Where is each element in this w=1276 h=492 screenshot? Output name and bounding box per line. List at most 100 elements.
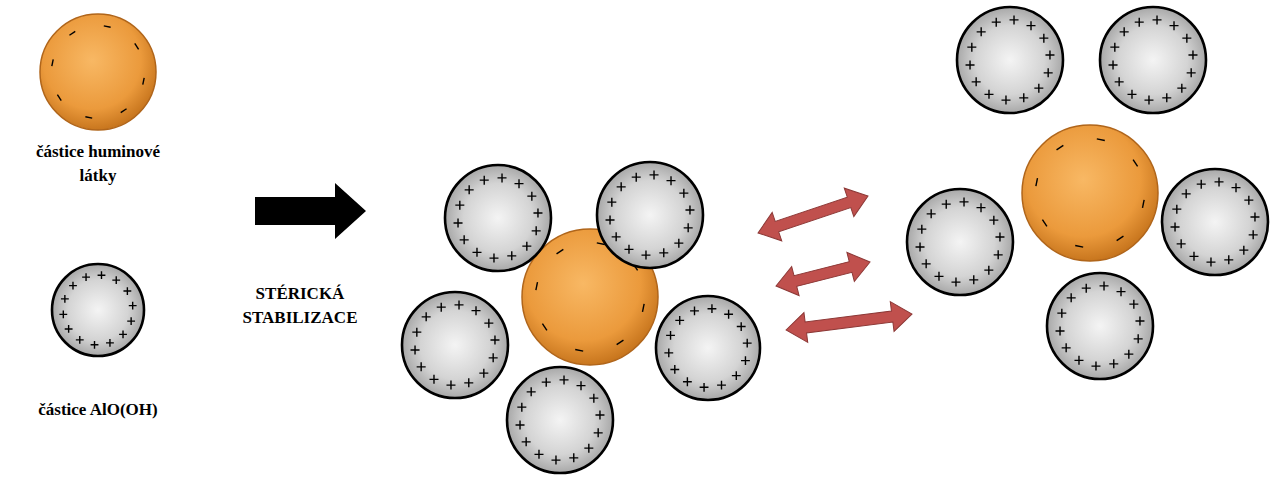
plus-charge xyxy=(422,312,431,321)
minus-charge xyxy=(52,59,53,66)
minus-charge xyxy=(536,282,538,290)
plus-charge xyxy=(1117,287,1126,296)
plus-charge xyxy=(951,278,960,287)
plus-charge xyxy=(1197,180,1206,189)
plus-charge xyxy=(674,239,683,248)
plus-charge xyxy=(82,273,90,281)
plus-charge xyxy=(1057,309,1066,318)
plus-charge xyxy=(664,348,673,357)
plus-charge xyxy=(1182,189,1191,198)
plus-charge xyxy=(455,201,464,210)
process-label: STÉRICKÁ STABILIZACE xyxy=(215,282,385,330)
plus-charge xyxy=(969,275,978,284)
plus-charge xyxy=(551,456,560,465)
aloh-particle-body xyxy=(507,367,613,473)
plus-charge xyxy=(617,182,626,191)
minus-charge xyxy=(542,324,547,331)
aloh-particle xyxy=(507,367,613,473)
plus-charge xyxy=(606,215,615,224)
plus-charge xyxy=(1010,15,1019,24)
plus-charge xyxy=(927,209,936,218)
plus-charge xyxy=(690,306,699,315)
plus-charge xyxy=(455,300,464,309)
minus-charge xyxy=(1036,178,1038,186)
plus-charge xyxy=(534,450,543,459)
plus-charge xyxy=(490,335,499,344)
humic-particle xyxy=(1022,125,1158,261)
plus-charge xyxy=(1171,222,1180,231)
repulsion-arrow xyxy=(753,182,873,247)
plus-charge xyxy=(741,356,750,365)
plus-charge xyxy=(1001,96,1010,105)
minus-charge xyxy=(85,117,92,118)
aloh-particle xyxy=(402,292,508,398)
plus-charge xyxy=(1232,183,1241,192)
plus-charge xyxy=(650,170,659,179)
plus-charge xyxy=(484,319,493,328)
minus-charge xyxy=(57,95,61,101)
plus-charge xyxy=(1044,68,1053,77)
aloh-particle xyxy=(445,165,551,271)
aloh-particle-key: částice AlO(OH) xyxy=(16,262,180,422)
plus-charge xyxy=(417,362,426,371)
plus-charge xyxy=(934,272,943,281)
plus-charge xyxy=(516,420,525,429)
plus-charge xyxy=(465,185,474,194)
plus-charge xyxy=(667,176,676,185)
plus-charge xyxy=(1177,84,1186,93)
aloh-particle-body xyxy=(52,264,144,356)
plus-charge xyxy=(679,189,688,198)
humic-particle-body xyxy=(40,14,156,130)
plus-charge xyxy=(1062,343,1071,352)
plus-charge xyxy=(743,339,752,348)
plus-charge xyxy=(127,317,135,325)
humic-particle-key: částice huminové látky xyxy=(16,12,180,188)
aloh-particle xyxy=(597,162,703,268)
plus-charge xyxy=(594,428,603,437)
plus-charge xyxy=(960,197,969,206)
plus-charge xyxy=(61,295,69,303)
plus-charge xyxy=(412,328,421,337)
plus-charge xyxy=(76,336,84,344)
minus-charge xyxy=(643,304,645,312)
plus-charge xyxy=(708,304,717,313)
plus-charge xyxy=(724,310,733,319)
plus-charge xyxy=(1187,68,1196,77)
minus-charge xyxy=(1057,145,1064,150)
plus-charge xyxy=(1100,281,1109,290)
aloh-particle-body xyxy=(402,292,508,398)
minus-charge xyxy=(1117,236,1124,241)
plus-charge xyxy=(1109,359,1118,368)
plus-charge xyxy=(1153,15,1162,24)
plus-charge xyxy=(995,232,1004,241)
particle-outline xyxy=(18,12,178,134)
plus-charge xyxy=(1189,252,1198,261)
plus-charge xyxy=(684,223,693,232)
plus-charge xyxy=(112,276,120,284)
plus-charge xyxy=(411,345,420,354)
plus-charge xyxy=(123,287,131,295)
plus-charge xyxy=(1239,246,1248,255)
plus-charge xyxy=(542,378,551,387)
minus-charge xyxy=(557,249,564,254)
plus-charge xyxy=(1019,93,1028,102)
plus-charge xyxy=(917,225,926,234)
plus-charge xyxy=(737,322,746,331)
plus-charge xyxy=(1135,316,1144,325)
repulsion-arrow xyxy=(784,299,914,345)
plus-charge xyxy=(1109,60,1118,69)
aloh-particle-body xyxy=(1100,7,1206,113)
plus-charge xyxy=(507,251,516,260)
aloh-particle-body xyxy=(1162,169,1268,275)
plus-charge xyxy=(1045,50,1054,59)
minus-charge xyxy=(575,350,583,352)
plus-charge xyxy=(1172,205,1181,214)
plus-charge xyxy=(584,444,593,453)
aloh-particle-body xyxy=(957,7,1063,113)
plus-charge xyxy=(977,203,986,212)
plus-charge xyxy=(1135,18,1144,27)
plus-charge xyxy=(984,90,993,99)
repulsion-arrow xyxy=(772,247,873,300)
plus-charge xyxy=(966,60,975,69)
